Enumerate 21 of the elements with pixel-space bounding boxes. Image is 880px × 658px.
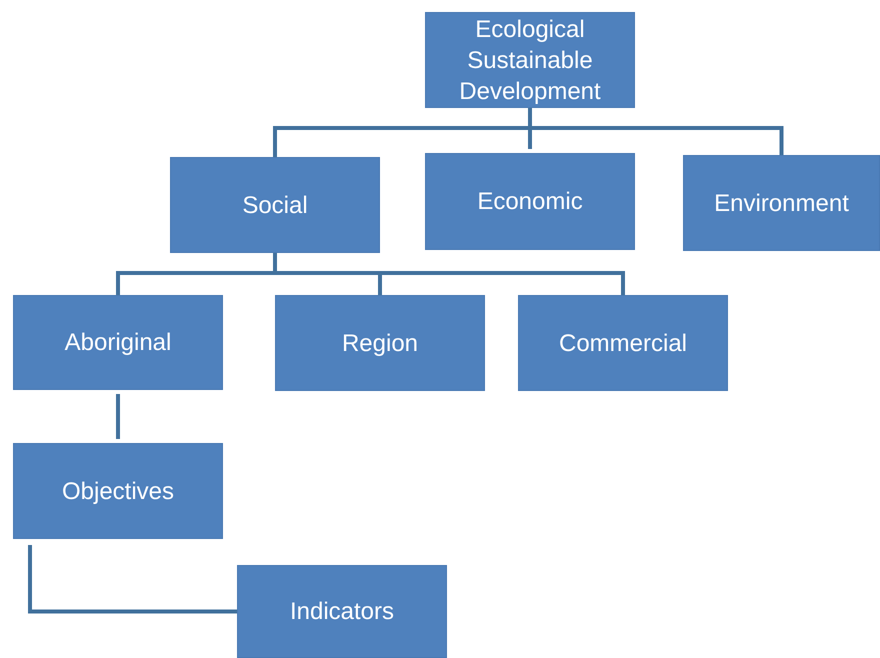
category-box xyxy=(683,155,880,251)
category-box xyxy=(518,295,728,391)
box-label: Social xyxy=(242,190,308,220)
category-box xyxy=(425,153,635,250)
box-label: Environment xyxy=(714,188,849,218)
box-label: Economic xyxy=(477,187,583,217)
box-label: Indicators xyxy=(290,597,394,627)
category-box xyxy=(237,565,447,658)
box-label: Ecological Sustainable Development xyxy=(458,14,602,106)
box-label: Objectives xyxy=(62,476,174,506)
box-label: Region xyxy=(342,328,418,358)
category-box xyxy=(425,12,635,108)
connector-line xyxy=(116,394,120,439)
category-box xyxy=(275,295,485,391)
connector-line xyxy=(273,253,625,295)
box-label: Aboriginal xyxy=(64,328,172,358)
category-box xyxy=(13,295,223,390)
box-label: Commercial xyxy=(558,328,687,358)
category-box xyxy=(170,157,380,253)
connector-line xyxy=(28,545,237,614)
category-box xyxy=(13,443,223,539)
